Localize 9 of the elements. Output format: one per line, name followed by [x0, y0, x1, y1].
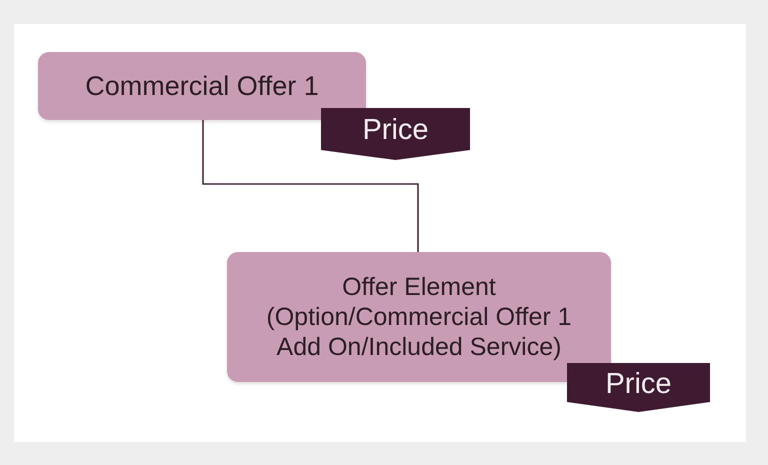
box-label: Offer Element — [342, 272, 496, 302]
price-tag — [321, 108, 470, 160]
box-label: (Option/Commercial Offer 1 Add On/Included Service) — [265, 302, 573, 362]
price-tag — [567, 363, 710, 412]
tag-label: Price — [362, 113, 429, 147]
box-label: Commercial Offer 1 — [85, 70, 319, 102]
rounded-box — [38, 52, 366, 120]
connector-line — [202, 120, 419, 252]
tag-label: Price — [605, 366, 672, 400]
